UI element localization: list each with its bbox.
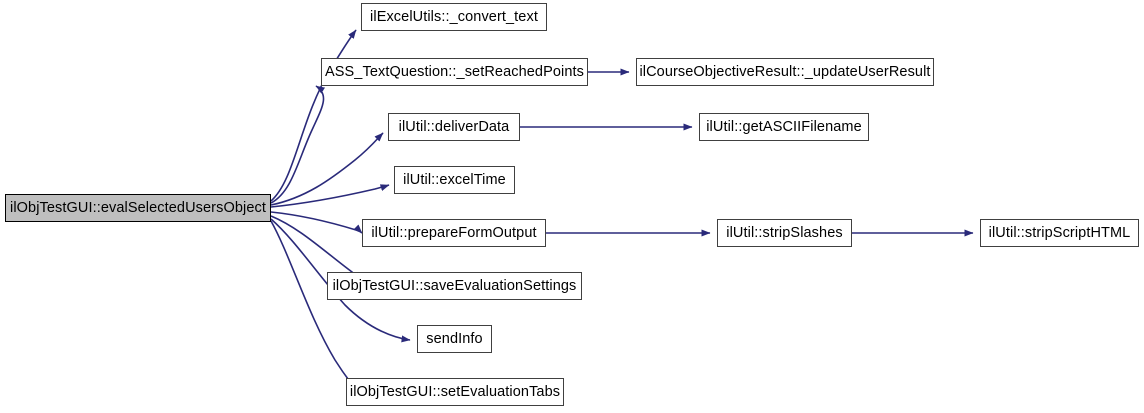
call-graph-root-node[interactable]: ilObjTestGUI::evalSelectedUsersObject [5, 194, 271, 222]
call-graph-node[interactable]: ilUtil::stripScriptHTML [980, 219, 1139, 247]
call-edge [270, 85, 326, 204]
call-graph-node[interactable]: ilUtil::excelTime [394, 166, 515, 194]
call-graph-node[interactable]: ilObjTestGUI::setEvaluationTabs [346, 378, 564, 406]
call-graph-node[interactable]: ilObjTestGUI::saveEvaluationSettings [327, 272, 582, 300]
call-graph-node[interactable]: ASS_TextQuestion::_setReachedPoints [321, 58, 588, 86]
call-edge [270, 132, 384, 206]
call-edge [270, 29, 357, 202]
call-graph-node[interactable]: ilUtil::getASCIIFilename [699, 113, 869, 141]
call-edge [270, 220, 359, 393]
call-edge [270, 211, 363, 234]
call-edge [270, 218, 411, 343]
call-edge [270, 184, 390, 208]
call-graph-node[interactable]: ilUtil::stripSlashes [717, 219, 852, 247]
call-graph-node[interactable]: ilCourseObjectiveResult::_updateUserResu… [636, 58, 934, 86]
call-graph-node[interactable]: ilExcelUtils::_convert_text [361, 3, 547, 31]
call-graph-node[interactable]: ilUtil::deliverData [388, 113, 520, 141]
call-graph-node[interactable]: ilUtil::prepareFormOutput [362, 219, 546, 247]
call-graph-node[interactable]: sendInfo [417, 325, 492, 353]
